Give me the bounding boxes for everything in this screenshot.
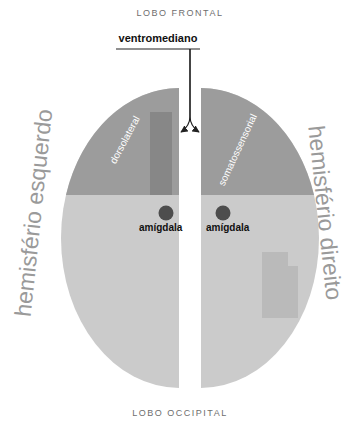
cortex-area <box>262 252 298 318</box>
lobe-label: LOBO FRONTAL <box>137 8 224 19</box>
amygdala-dot: amígdala <box>205 205 251 234</box>
hemisphere-shape <box>201 88 319 388</box>
amygdala-dot: amígdala <box>138 205 184 234</box>
hemisphere-label: hemisfério esquerdo <box>9 108 58 318</box>
leader-arrow <box>190 49 199 132</box>
amygdala-dot <box>216 206 231 221</box>
hemisphere-shape <box>61 88 179 388</box>
lobe-label: LOBO OCCIPITAL <box>132 408 227 419</box>
region-label: amígdala <box>206 222 249 234</box>
leader-arrow <box>181 49 190 132</box>
label-underline <box>116 48 200 49</box>
frontal-shape <box>201 88 314 195</box>
right-hemisphere: hemisfério direitosomatossensorialamígda… <box>201 88 359 388</box>
region-label: ventromediano <box>119 32 198 45</box>
region-label: amígdala <box>139 222 182 234</box>
left-hemisphere: hemisfério esquerdodorsolateralamígdala <box>0 88 182 388</box>
ventromedial-strip <box>150 112 172 195</box>
frontal-shape <box>66 88 179 195</box>
amygdala-dot <box>158 205 174 221</box>
amygdala-dot <box>215 205 231 221</box>
frontal-region: somatossensorial <box>201 88 359 195</box>
amygdala-dot <box>159 206 174 221</box>
